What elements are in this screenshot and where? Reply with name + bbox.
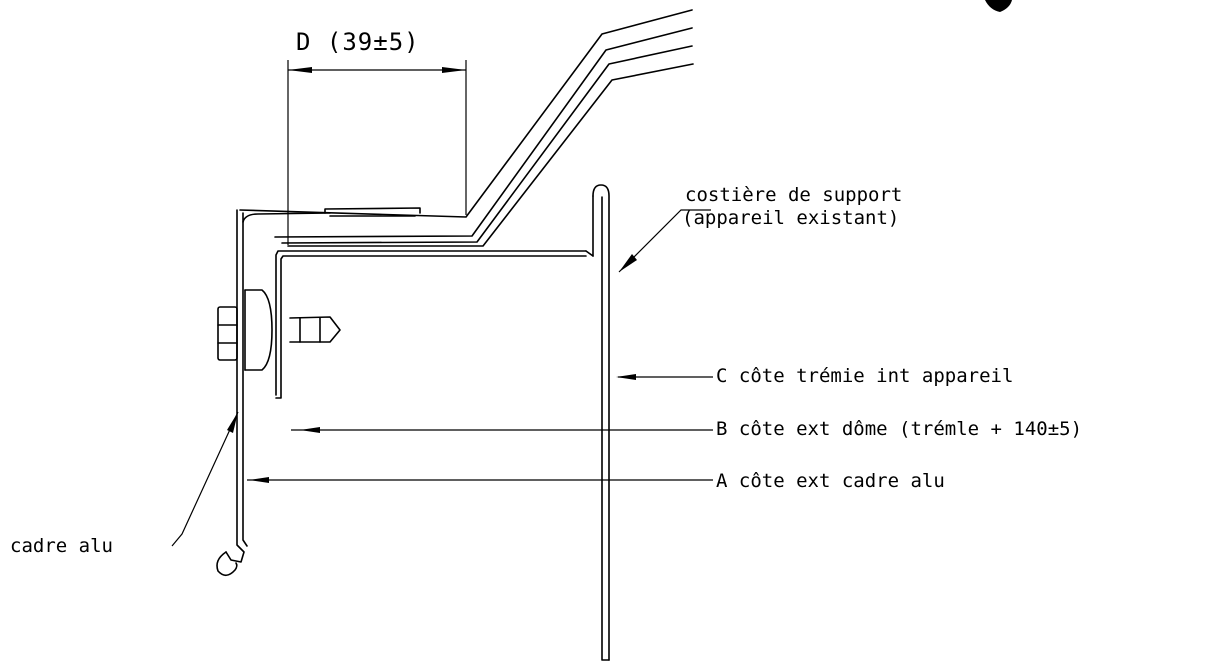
cadre-alu-frame: [216, 207, 421, 577]
label-c: C côte trémie int appareil: [716, 365, 1014, 387]
label-b: B côte ext dôme (trémle + 140±5): [716, 418, 1083, 440]
dimension-d: [287, 60, 467, 245]
dimension-d-label: D (39±5): [296, 28, 420, 56]
support-costiere: [585, 184, 610, 661]
dome-profile: [239, 9, 694, 247]
bolt: [217, 289, 341, 371]
top-right-blob: [985, 0, 1012, 12]
support-label-line2: (appareil existant): [682, 207, 900, 229]
support-label-line1: costière de support: [685, 184, 903, 206]
angle-bracket: [275, 250, 587, 399]
cadre-alu-label: cadre alu: [10, 535, 113, 557]
leaders: [171, 209, 713, 547]
label-a: A côte ext cadre alu: [716, 470, 945, 492]
